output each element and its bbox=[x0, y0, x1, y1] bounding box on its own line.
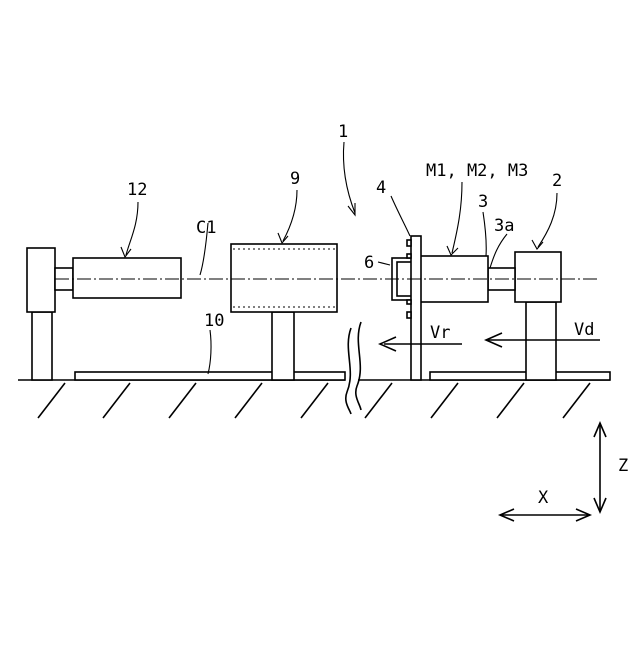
label-velocity-r: Vr bbox=[430, 323, 450, 343]
label-shaft-end: 3a bbox=[494, 216, 514, 236]
left-support bbox=[27, 248, 73, 380]
label-shaft: 3 bbox=[478, 192, 488, 212]
arrow-z bbox=[594, 423, 606, 512]
plate bbox=[407, 236, 421, 380]
label-axis: C1 bbox=[196, 218, 216, 238]
left-cylinder bbox=[73, 258, 181, 298]
base-rail bbox=[75, 372, 345, 380]
bearing-unit bbox=[488, 252, 561, 380]
label-markers: M1, M2, M3 bbox=[426, 161, 528, 181]
label-left-cylinder: 12 bbox=[127, 180, 147, 200]
label-plate: 4 bbox=[376, 178, 386, 198]
motor-cylinder bbox=[231, 244, 337, 380]
label-base: 10 bbox=[204, 311, 224, 331]
break-marks bbox=[346, 322, 361, 414]
arrow-x bbox=[500, 509, 590, 521]
label-velocity-d: Vd bbox=[574, 320, 594, 340]
label-axis-x: X bbox=[538, 488, 549, 508]
label-axis-z: Z bbox=[618, 456, 628, 476]
base-rail-right bbox=[430, 372, 610, 380]
label-bearing-unit: 2 bbox=[552, 171, 562, 191]
label-hub: 6 bbox=[364, 253, 374, 273]
label-apparatus: 1 bbox=[338, 122, 348, 142]
label-motor-cylinder: 9 bbox=[290, 169, 300, 189]
ground bbox=[18, 380, 610, 418]
